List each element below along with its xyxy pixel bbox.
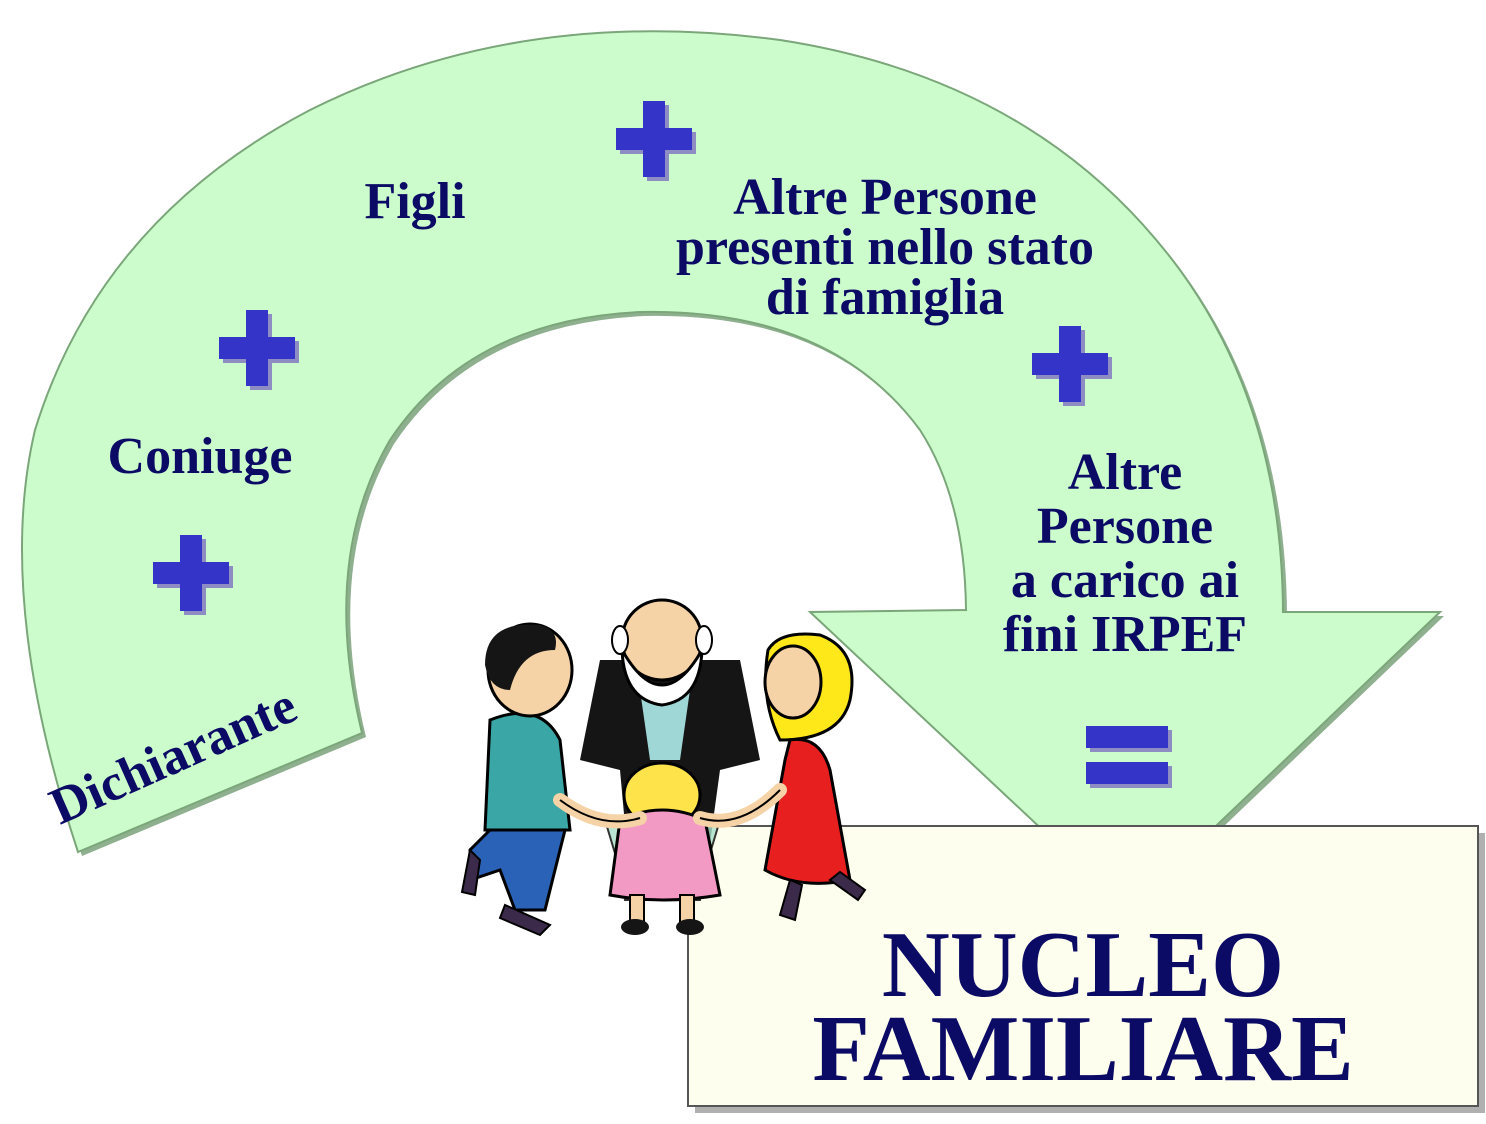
label-altre-stato-3: di famiglia	[766, 269, 1004, 326]
label-altre-carico-2: Persone	[1037, 498, 1213, 555]
label-figli: Figli	[364, 173, 465, 230]
label-coniuge: Coniuge	[108, 428, 293, 485]
curved-arrow	[21, 30, 1443, 912]
child-figure	[603, 761, 722, 935]
label-altre-stato-2: presenti nello stato	[676, 219, 1094, 276]
result-line-2: FAMILIARE	[812, 997, 1353, 1101]
label-altre-carico-3: a carico ai	[1011, 552, 1239, 609]
woman-figure	[763, 632, 867, 922]
label-altre-carico-4: fini IRPEF	[1003, 606, 1247, 663]
equals-icon	[1086, 726, 1172, 788]
result-line-1: NUCLEO	[882, 913, 1284, 1017]
family-illustration	[460, 598, 867, 937]
man-figure	[460, 622, 574, 937]
label-altre-stato-1: Altre Persone	[733, 169, 1037, 226]
label-altre-carico-1: Altre	[1068, 444, 1183, 501]
